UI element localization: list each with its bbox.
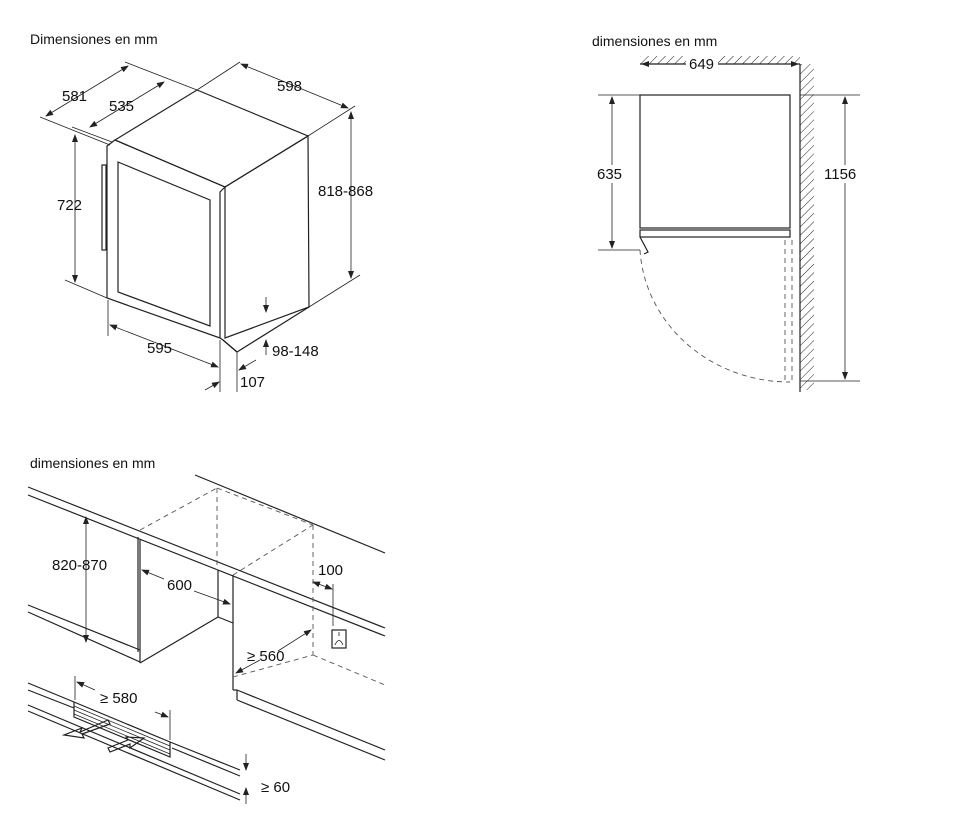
dim-swing: 1156 xyxy=(824,166,856,183)
dimension-lines xyxy=(39,61,361,392)
dim-vent-width: ≥ 580 xyxy=(100,690,137,707)
diagram-title: dimensiones en mm xyxy=(592,33,717,49)
dim-depth: 649 xyxy=(689,56,714,73)
diagram-title: Dimensiones en mm xyxy=(30,31,158,47)
wall-hatch-top xyxy=(640,56,800,64)
airflow-out-arrow xyxy=(61,719,111,739)
wall-hatch-side xyxy=(800,64,814,390)
dim-vent-height: ≥ 60 xyxy=(261,779,290,796)
cabinet-drawing xyxy=(101,89,310,353)
dim-plinth-height: 98-148 xyxy=(272,343,319,360)
dim-niche-depth: ≥ 560 xyxy=(247,648,284,665)
niche-drawing xyxy=(27,474,386,801)
dim-plinth-depth: 107 xyxy=(240,374,265,391)
dim-width-total: 598 xyxy=(277,78,302,95)
dim-door-depth: 635 xyxy=(597,166,622,183)
dim-height-total: 818-868 xyxy=(318,183,373,200)
dim-socket-offset: 100 xyxy=(318,562,343,579)
cabinet-outline xyxy=(639,94,791,229)
cabinet-dimension-diagram: Dimensiones en mm xyxy=(30,31,373,392)
door-swing-arc xyxy=(639,249,791,383)
niche-diagram: dimensiones en mm xyxy=(27,455,386,804)
dim-niche-width: 600 xyxy=(167,577,192,594)
socket-icon xyxy=(331,629,347,649)
dim-door-width: 595 xyxy=(147,340,172,357)
airflow-in-arrow xyxy=(107,736,146,753)
dim-depth-body: 535 xyxy=(109,98,134,115)
dimension-lines xyxy=(74,516,334,804)
door-swing-diagram: dimensiones en mm 649 635 1156 xyxy=(592,33,866,392)
dim-depth-total: 581 xyxy=(62,88,87,105)
door-outline xyxy=(639,229,791,238)
dim-niche-height: 820-870 xyxy=(52,557,107,574)
diagram-title: dimensiones en mm xyxy=(30,455,155,471)
ventilation-grille xyxy=(73,701,171,758)
dim-door-height: 722 xyxy=(57,197,82,214)
